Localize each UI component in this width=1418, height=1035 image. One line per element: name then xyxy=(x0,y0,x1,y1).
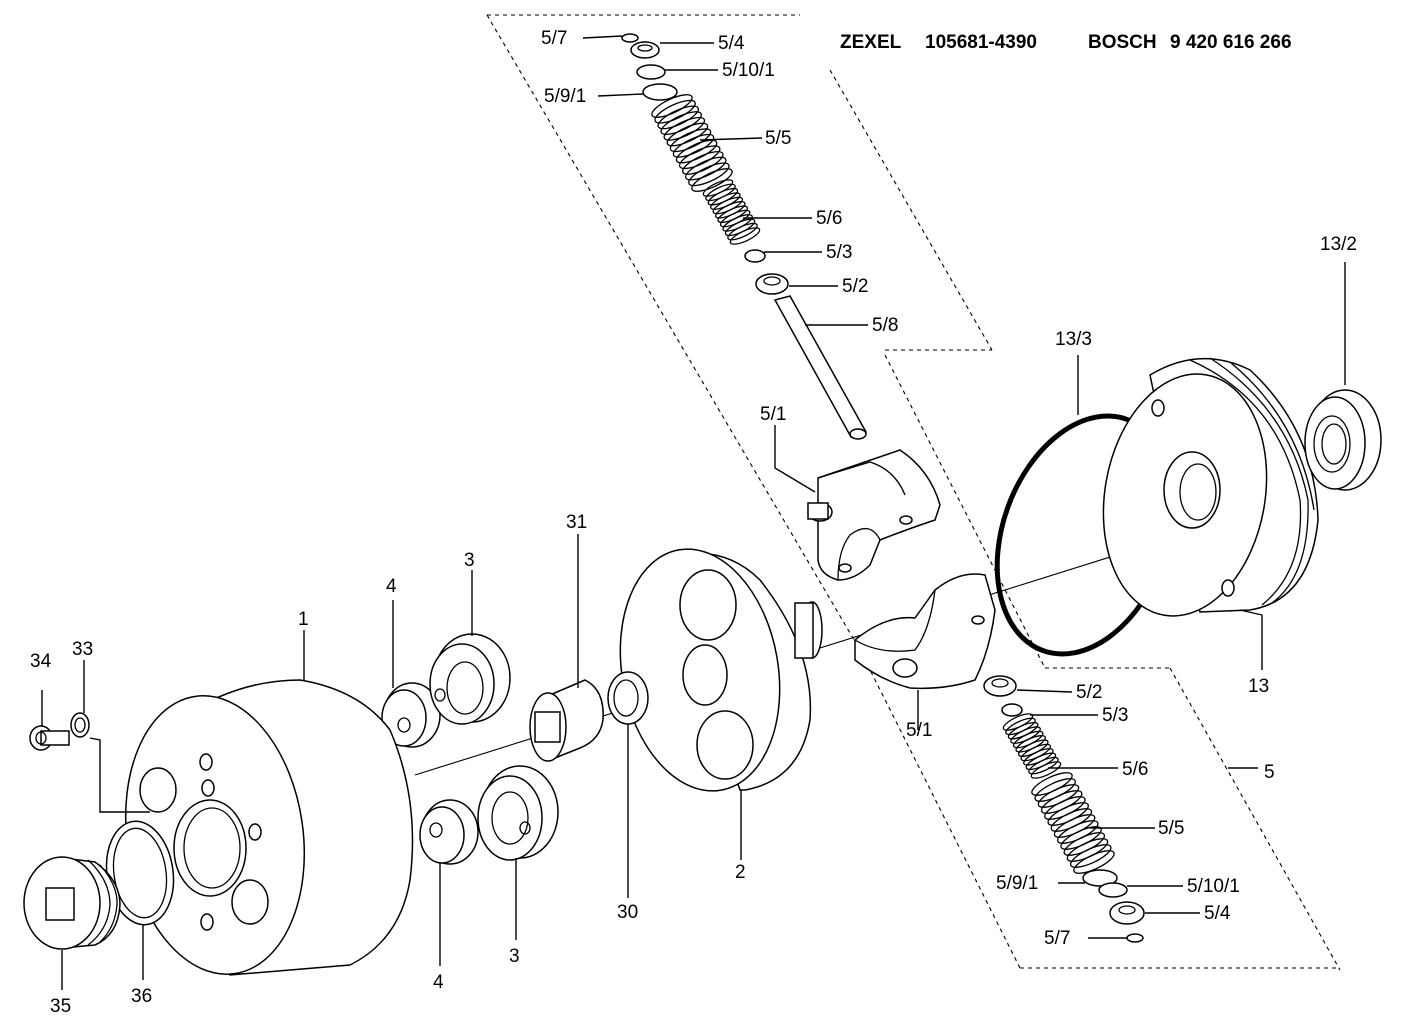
label-3-lower: 3 xyxy=(509,946,520,967)
label-5-9-1-lower: 5/9/1 xyxy=(996,873,1038,894)
label-5-3-lower: 5/3 xyxy=(1102,705,1128,726)
label-5-4-upper: 5/4 xyxy=(718,33,745,54)
spring-5-5-upper xyxy=(651,94,733,192)
spring-5-5-lower xyxy=(1031,772,1115,874)
washer-5-10-1-upper xyxy=(636,64,666,80)
assembly-boundary-upper xyxy=(486,14,993,651)
label-5-3-upper: 5/3 xyxy=(826,242,852,263)
cover-13 xyxy=(1102,357,1319,617)
label-5-5-upper: 5/5 xyxy=(765,128,791,149)
label-35: 35 xyxy=(50,996,71,1017)
label-5-8: 5/8 xyxy=(872,315,898,336)
part-number-header: ZEXEL 105681-4390 BOSCH 9 420 616 266 xyxy=(840,32,1292,53)
zexel-part-number: 105681-4390 xyxy=(925,32,1037,53)
label-13-3: 13/3 xyxy=(1055,329,1092,350)
upper-valve-stack xyxy=(621,33,868,440)
label-5-7-upper: 5/7 xyxy=(541,28,567,49)
bosch-part-number: 9 420 616 266 xyxy=(1170,32,1292,53)
label-5-5-lower: 5/5 xyxy=(1158,818,1184,839)
rod-5-8 xyxy=(773,295,868,440)
plunger-4-lower xyxy=(419,799,479,865)
part-labels: 5/7 5/4 5/10/1 5/9/1 5/5 5/6 5/3 5/2 5/8… xyxy=(30,28,1357,1017)
clip-5-7-lower xyxy=(1126,933,1144,943)
plug-35 xyxy=(23,856,121,950)
label-3-upper: 3 xyxy=(464,550,475,571)
lower-valve-stack xyxy=(983,675,1145,943)
label-30: 30 xyxy=(617,902,638,923)
assembly-boundary-lower xyxy=(859,354,1341,971)
label-4-upper: 4 xyxy=(386,576,397,597)
label-33: 33 xyxy=(72,639,93,660)
plunger-4-upper xyxy=(381,682,441,748)
label-5-4-lower: 5/4 xyxy=(1204,903,1231,924)
label-13-2: 13/2 xyxy=(1320,234,1357,255)
bushing-31 xyxy=(529,679,604,762)
clip-5-7-upper xyxy=(621,33,639,43)
shoe-5-1-lower xyxy=(854,573,996,690)
washer-33 xyxy=(70,712,90,738)
label-5-10-1-lower: 5/10/1 xyxy=(1187,876,1240,897)
washer-5-9-1-upper xyxy=(642,83,678,101)
screw-34 xyxy=(29,725,70,751)
label-5-1-upper: 5/1 xyxy=(760,404,786,425)
label-4-lower: 4 xyxy=(433,972,444,993)
spring-5-6-upper xyxy=(702,179,761,245)
label-5-6-lower: 5/6 xyxy=(1122,759,1148,780)
seat-5-3-lower xyxy=(1001,703,1023,717)
seat-5-2-upper xyxy=(755,273,789,295)
label-5-assembly: 5 xyxy=(1264,762,1275,783)
brand-bosch: BOSCH xyxy=(1088,32,1157,53)
label-5-7-lower: 5/7 xyxy=(1044,928,1070,949)
shoe-5-1-upper xyxy=(807,449,941,581)
spring-5-6-lower xyxy=(1002,713,1062,779)
brand-zexel: ZEXEL xyxy=(840,32,902,53)
label-5-1-lower: 5/1 xyxy=(906,720,932,741)
label-1: 1 xyxy=(298,609,309,630)
label-5-6-upper: 5/6 xyxy=(816,208,842,229)
label-2: 2 xyxy=(735,862,746,883)
housing-1 xyxy=(124,679,414,976)
washer-5-9-1-lower xyxy=(1082,869,1118,887)
cam-ring-2 xyxy=(619,548,823,792)
seat-5-2-lower xyxy=(983,675,1017,697)
label-5-9-1-upper: 5/9/1 xyxy=(544,86,586,107)
cap-5-4-lower xyxy=(1109,901,1145,925)
seal-ring-36 xyxy=(105,820,175,926)
label-5-2-upper: 5/2 xyxy=(842,276,868,297)
label-36: 36 xyxy=(131,986,152,1007)
ring-30 xyxy=(607,671,649,725)
roller-3-lower xyxy=(477,765,559,861)
leader-lines xyxy=(41,35,1346,990)
washer-5-10-1-lower xyxy=(1098,882,1128,898)
cap-5-4-upper xyxy=(630,41,660,59)
roller-3-upper xyxy=(429,633,511,725)
label-13: 13 xyxy=(1248,676,1269,697)
label-5-2-lower: 5/2 xyxy=(1076,682,1102,703)
label-5-10-1-upper: 5/10/1 xyxy=(722,60,775,81)
bearing-13-2 xyxy=(1304,389,1382,491)
label-34: 34 xyxy=(30,651,52,672)
label-31: 31 xyxy=(566,512,587,533)
seat-5-3-upper xyxy=(744,249,766,263)
